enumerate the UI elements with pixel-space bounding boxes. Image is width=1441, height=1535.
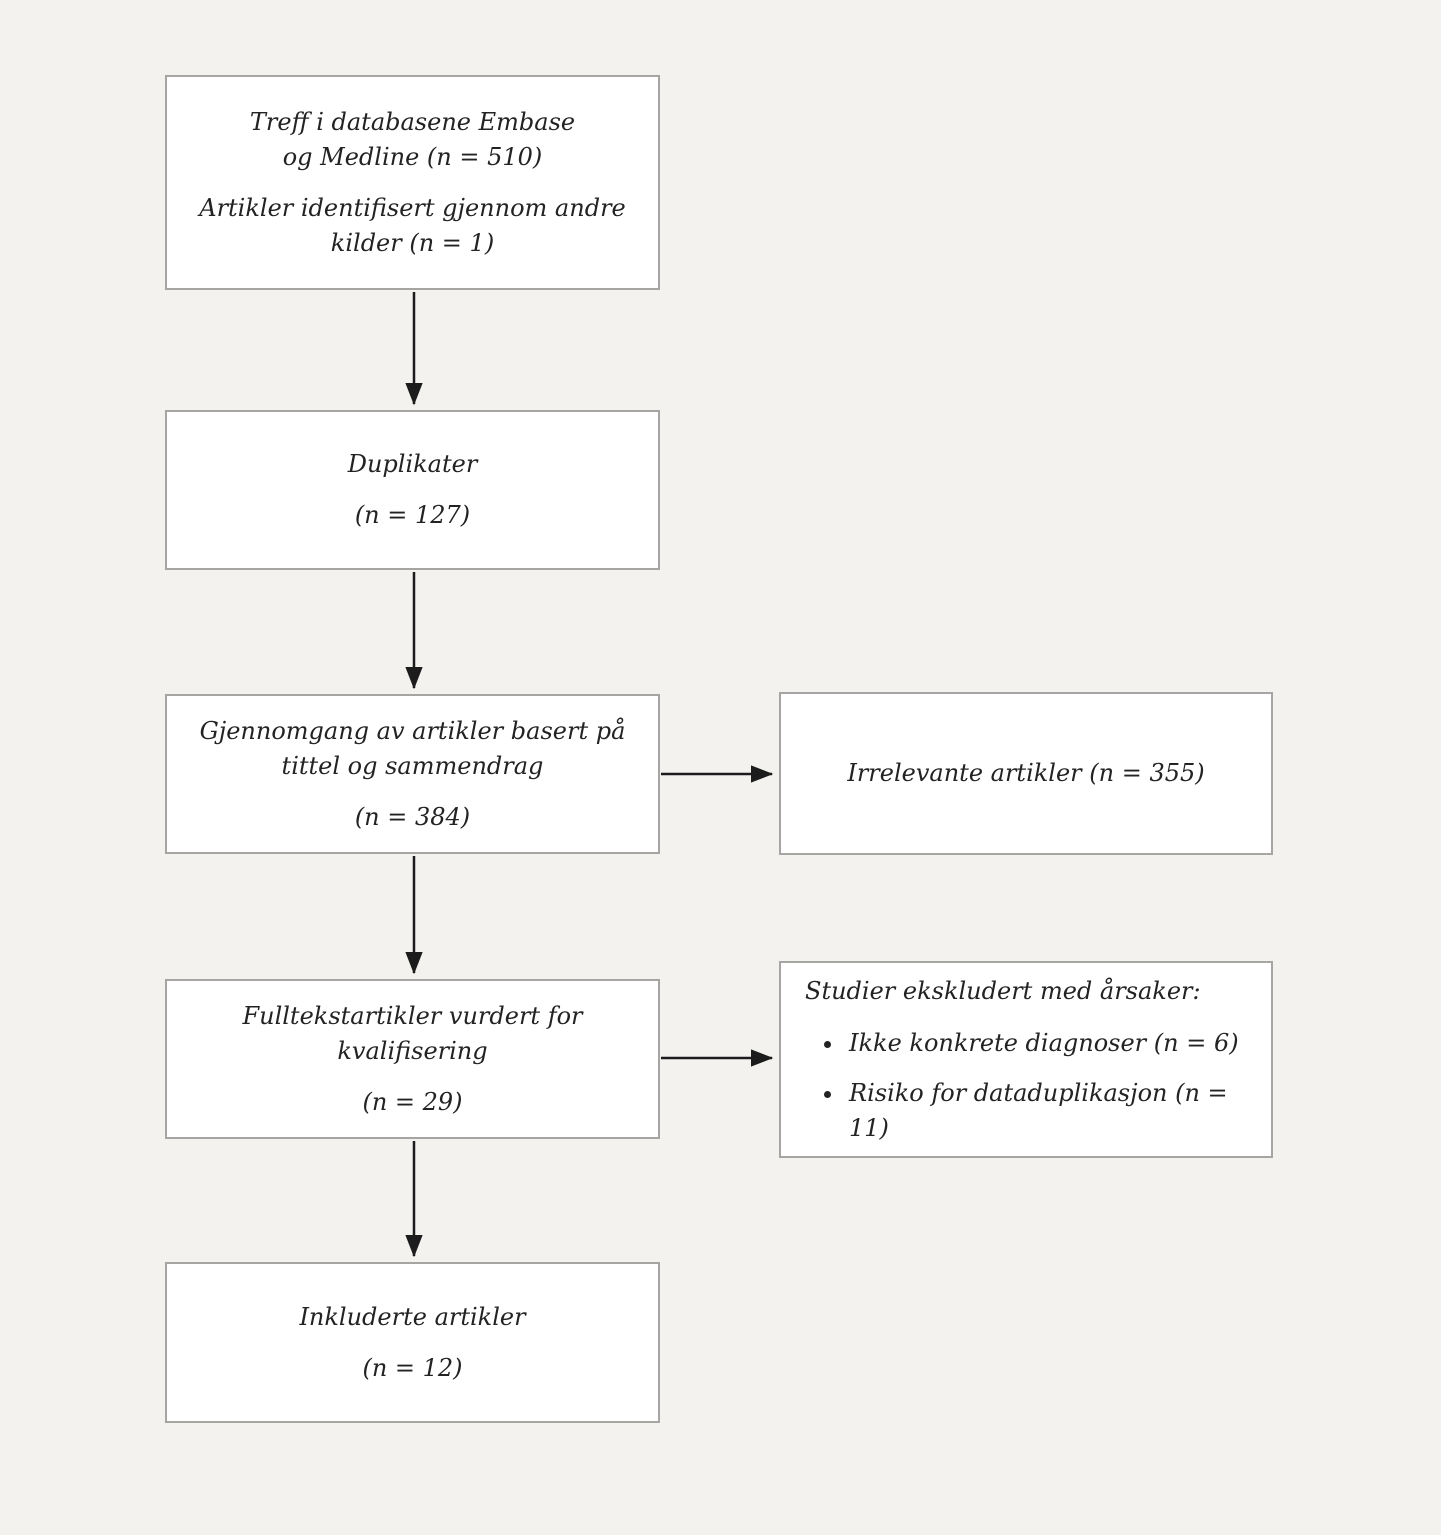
flow-box-included: Inkluderte artikler (n = 12): [165, 1262, 660, 1423]
identification-other-sources-text: Artikler identifisert gjennom andre kild…: [199, 193, 626, 257]
flow-box-irrelevant: Irrelevante artikler (n = 355): [779, 692, 1273, 855]
duplicates-label: Duplikater: [347, 450, 478, 478]
flow-box-excluded-reasons: Studier ekskludert med årsaker: Ikke kon…: [779, 961, 1273, 1158]
flow-box-fulltext: Fulltekstartikler vurdert for kvalifiser…: [165, 979, 660, 1139]
duplicates-count: (n = 127): [354, 501, 471, 529]
excluded-reasons-list: Ikke konkrete diagnoser (n = 6) Risiko f…: [805, 1011, 1253, 1146]
included-count: (n = 12): [362, 1353, 463, 1382]
screening-label: Gjennomgang av artikler basert på tittel…: [199, 716, 626, 780]
included-label: Inkluderte artikler: [299, 1302, 526, 1331]
fulltext-label: Fulltekstartikler vurdert for kvalifiser…: [242, 1001, 583, 1065]
excluded-reason-item: Risiko for dataduplikasjon (n = 11): [845, 1076, 1253, 1146]
excluded-reasons-title: Studier ekskludert med årsaker:: [805, 976, 1201, 1005]
identification-sources-text: Treff i databasene Embase og Medline (n …: [249, 107, 576, 171]
flow-box-screening: Gjennomgang av artikler basert på tittel…: [165, 694, 660, 854]
irrelevant-label: Irrelevante artikler (n = 355): [847, 759, 1205, 787]
excluded-reason-item: Ikke konkrete diagnoser (n = 6): [845, 1026, 1253, 1061]
screening-count: (n = 384): [354, 802, 471, 831]
fulltext-count: (n = 29): [362, 1087, 463, 1116]
flow-box-duplicates: Duplikater (n = 127): [165, 410, 660, 570]
flow-box-identification: Treff i databasene Embase og Medline (n …: [165, 75, 660, 290]
